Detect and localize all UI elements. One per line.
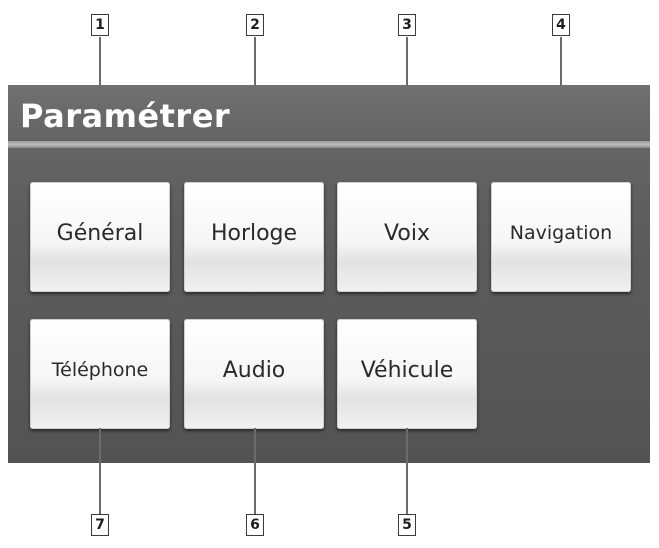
telephone-button[interactable]: Téléphone [30, 319, 170, 429]
callout-5: 5 [398, 514, 416, 536]
title-divider [8, 141, 650, 148]
navigation-button[interactable]: Navigation [491, 182, 631, 292]
clock-button[interactable]: Horloge [184, 182, 324, 292]
callout-7: 7 [91, 514, 109, 536]
title-bar: Paramétrer [8, 85, 650, 145]
audio-button[interactable]: Audio [184, 319, 324, 429]
page-title: Paramétrer [20, 97, 231, 135]
callout-4: 4 [552, 14, 570, 36]
leader-line-5 [406, 428, 408, 516]
settings-screen: Paramétrer Général Horloge Voix Navigati… [8, 85, 650, 463]
callout-1: 1 [91, 14, 109, 36]
callout-3: 3 [398, 14, 416, 36]
leader-line-6 [254, 428, 256, 516]
voice-button[interactable]: Voix [337, 182, 477, 292]
leader-line-7 [99, 428, 101, 516]
callout-6: 6 [246, 514, 264, 536]
callout-2: 2 [246, 14, 264, 36]
general-button[interactable]: Général [30, 182, 170, 292]
vehicle-button[interactable]: Véhicule [337, 319, 477, 429]
